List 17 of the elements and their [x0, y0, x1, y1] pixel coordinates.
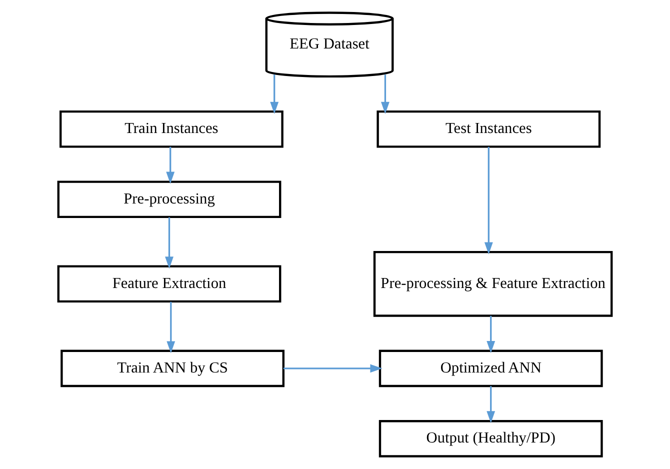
node-box: Pre-processing & Feature Extraction: [373, 250, 613, 317]
node-box: Optimized ANN: [378, 350, 603, 388]
node-box: Test Instances: [376, 110, 601, 148]
arrow: [165, 217, 174, 269]
arrow: [270, 74, 279, 114]
node-box: Output (Healthy/PD): [378, 420, 603, 458]
arrow: [166, 146, 175, 184]
node-box: Train Instances: [59, 110, 284, 148]
arrow: [166, 302, 176, 354]
node-box: Train ANN by CS: [60, 350, 284, 388]
arrow: [283, 364, 382, 373]
node-box: Pre-processing: [57, 180, 282, 218]
arrow: [486, 386, 496, 424]
arrow: [486, 316, 496, 354]
node-box: Feature Extraction: [57, 265, 282, 303]
arrow: [380, 74, 390, 114]
arrow: [484, 146, 493, 254]
